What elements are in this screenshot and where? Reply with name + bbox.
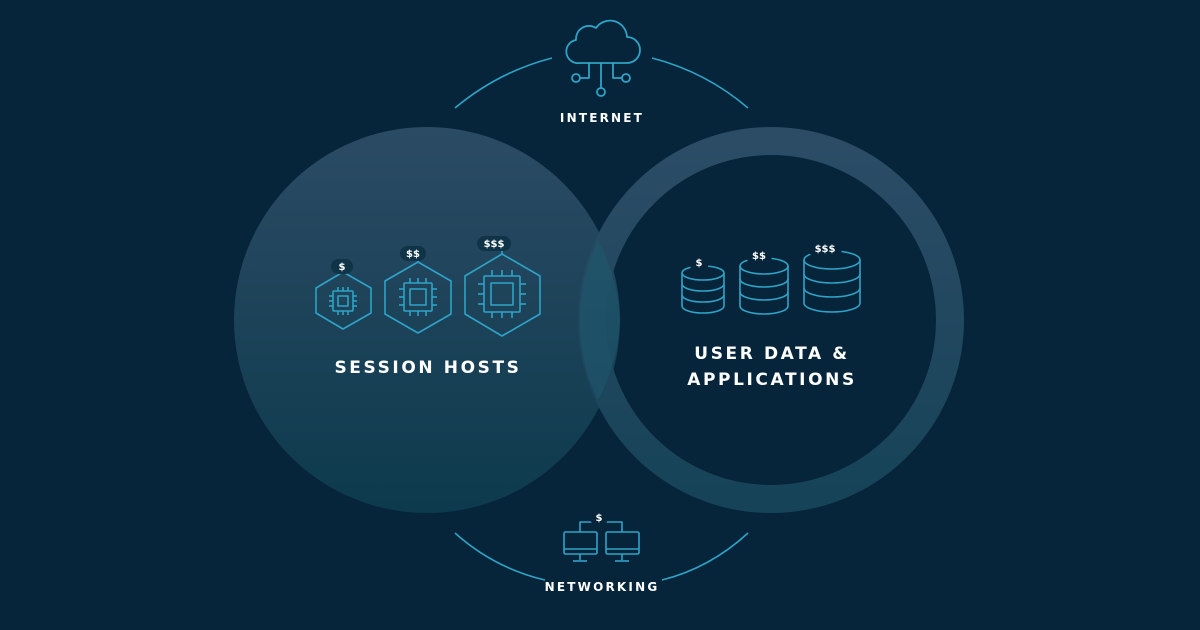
- internet-connector-arc-right: [651, 57, 749, 109]
- internet-label: INTERNET: [559, 111, 645, 125]
- session-host-cost-badge-medium: $$: [400, 246, 426, 261]
- user-data-label-line1: USER DATA &: [694, 344, 850, 364]
- user-data-label: USER DATA & APPLICATIONS: [622, 341, 922, 393]
- session-host-small-icon: [315, 268, 372, 330]
- session-host-cost-badge-small: $: [331, 259, 353, 274]
- svg-text:$: $: [339, 262, 346, 273]
- cloud-network-icon: [565, 19, 641, 97]
- svg-text:$$$: $$$: [484, 239, 505, 250]
- user-data-label-line2: APPLICATIONS: [687, 370, 857, 390]
- storage-medium-icon: [739, 257, 789, 315]
- session-host-large-icon: [464, 250, 541, 337]
- storage-cost-badge-large: $$$: [808, 242, 842, 256]
- networking-label: NETWORKING: [544, 580, 660, 594]
- storage-large-icon: [803, 250, 861, 313]
- networking-cost-badge: $: [590, 511, 608, 525]
- svg-text:$$: $$: [752, 251, 766, 262]
- svg-text:$: $: [696, 258, 703, 269]
- user-data-ring: [578, 127, 964, 513]
- storage-cost-badge-medium: $$: [746, 249, 772, 263]
- networking-connector-arc-right: [661, 532, 749, 581]
- svg-text:$$: $$: [406, 249, 420, 260]
- networked-monitors-icon: [563, 521, 640, 562]
- storage-small-icon: [681, 265, 725, 314]
- session-host-cost-badge-large: $$$: [477, 236, 511, 251]
- internet-connector-arc-left: [454, 57, 553, 109]
- session-hosts-label: SESSION HOSTS: [334, 358, 522, 378]
- svg-text:$: $: [596, 513, 603, 524]
- networking-connector-arc-left: [454, 532, 546, 581]
- session-host-medium-icon: [384, 258, 452, 334]
- storage-cost-badge-small: $: [689, 256, 709, 270]
- svg-text:$$$: $$$: [815, 244, 836, 255]
- session-hosts-circle: [234, 127, 620, 513]
- overlap-region: [579, 240, 620, 400]
